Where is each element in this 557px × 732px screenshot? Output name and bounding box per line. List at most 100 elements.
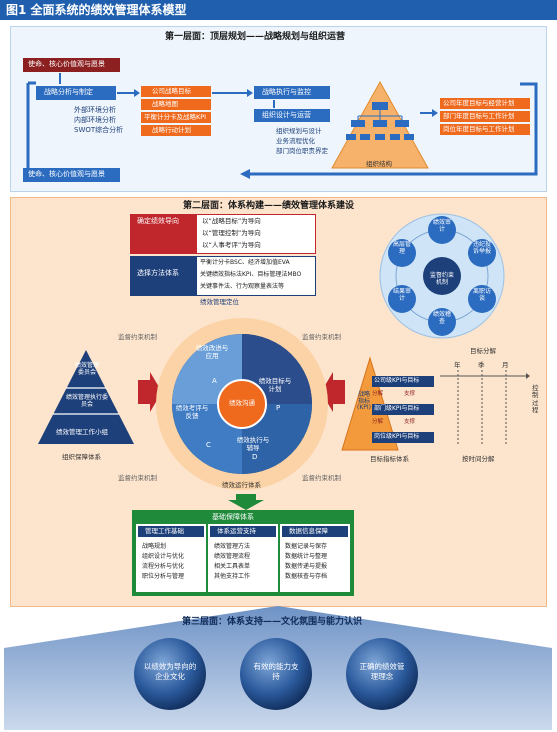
basic-col-2-item-3: 相关工具表单 xyxy=(214,563,251,570)
basic-col-1-head-bg xyxy=(138,526,204,537)
layer1-title: 第一层面：顶层规划——战略规划与组织运营 xyxy=(165,32,346,42)
left-pyramid-1: 绩效管理委员会 xyxy=(74,362,99,377)
kpi-level-1 xyxy=(372,376,434,387)
plan-1 xyxy=(440,98,530,109)
right-caption: 目标指标体系 xyxy=(370,455,409,463)
hub-center-label: 监督约束机制 xyxy=(429,272,454,287)
layer2-title: 第二层面：体系构建——绩效管理体系建设 xyxy=(183,201,355,211)
strategy-box xyxy=(36,86,116,100)
cycle-label-1: 绩效改进与应用 xyxy=(195,344,229,361)
analysis-3: SWOT综合分析 xyxy=(74,126,124,134)
basic-col-2-item-4: 其他支持工作 xyxy=(214,573,251,580)
layer3-circle-1: 以绩效为导向的企业文化 xyxy=(143,662,197,681)
positioning-label: 绩效管理定位 xyxy=(200,298,239,306)
org-item-2: 业务流程优化 xyxy=(276,137,315,145)
constraint-right-top: 监督约束机制 xyxy=(302,333,341,341)
mission-top-label: 使命、核心价值观与愿景 xyxy=(28,60,105,68)
pdca-d: D xyxy=(252,453,258,461)
hub-node-6: 高层管理 xyxy=(392,241,411,255)
orientation-1: 以“战略目标”为导向 xyxy=(202,217,261,225)
axis-month: 月 xyxy=(502,361,509,369)
basic-col-2-head: 体系运营支持 xyxy=(217,527,256,535)
cycle-caption: 绩效运行体系 xyxy=(222,481,261,489)
right-title: 目标分解 xyxy=(470,347,496,355)
org-item-1: 组织规划与设计 xyxy=(276,127,322,135)
plan-2-label: 部门年度目标与工作计划 xyxy=(443,112,515,120)
method-3: 关键事件法、行为观察量表法等 xyxy=(200,283,285,290)
strategy-item-3 xyxy=(141,112,211,123)
pdca-cycle xyxy=(156,318,328,490)
kpi-level-3 xyxy=(372,432,434,443)
basic-col-3-head-bg xyxy=(282,526,348,537)
pdca-p: P xyxy=(276,404,281,412)
layer3-circle-2: 有效的能力支持 xyxy=(253,662,299,681)
basic-col-2-head-bg xyxy=(210,526,276,537)
figure-title: 图1 全面系统的绩效管理体系模型 xyxy=(6,3,187,17)
left-pyramid-2: 绩效管理执行委员会 xyxy=(65,394,108,409)
hub-node-5: 结果审计 xyxy=(392,288,411,302)
constraint-left-bottom: 监督约束机制 xyxy=(118,474,157,482)
plan-2 xyxy=(440,111,530,122)
layer3-roof xyxy=(4,606,552,730)
strategy-box-label: 战略分析与制定 xyxy=(44,88,93,96)
basic-col-1-item-3: 流程分析与优化 xyxy=(142,563,185,570)
method-label-box xyxy=(130,256,196,296)
strategy-item-2-label: 战略地图 xyxy=(152,100,178,108)
plan-3 xyxy=(440,124,530,135)
basic-col-3-head: 数据信息保障 xyxy=(289,527,328,535)
left-pyramid xyxy=(38,350,134,444)
cycle-label-3: 绩效考评与反馈 xyxy=(175,404,209,421)
method-list-box xyxy=(196,256,316,296)
strategy-item-4-label: 战略行动计划 xyxy=(152,126,191,134)
kpi-level-2 xyxy=(372,404,434,415)
kpi-triangle-text: 战略指标(KPI) xyxy=(356,391,371,412)
constraint-left-top: 监督约束机制 xyxy=(118,333,157,341)
split-2: 分解 xyxy=(372,419,384,425)
plan-3-label: 岗位年度目标与工作计划 xyxy=(443,125,515,133)
split-1: 分解 xyxy=(372,391,384,397)
left-pyramid-3: 绩效管理工作小组 xyxy=(56,428,108,436)
layer3-title: 第三层面：体系支持——文化氛围与能力认识 xyxy=(182,617,363,627)
plan-1-label: 公司年度目标与经营计划 xyxy=(443,99,515,107)
cycle-label-2: 绩效目标与计划 xyxy=(258,377,292,394)
strategy-item-3-label: 平衡计分卡及战略KPI xyxy=(144,113,207,121)
strategy-item-1 xyxy=(141,86,211,97)
axis-quarter: 季 xyxy=(478,361,485,369)
left-pyramid-caption: 组织保障体系 xyxy=(62,453,101,461)
kpi-grid xyxy=(440,370,530,444)
basic-title: 基础保障体系 xyxy=(212,513,254,521)
basic-col-3-item-4: 数据核查与存档 xyxy=(285,573,328,580)
strategy-item-4 xyxy=(141,125,211,136)
hub-node-4: 绩效稽查 xyxy=(432,311,451,325)
oversight-hub xyxy=(379,213,505,339)
method-1: 平衡计分卡BSC、经济增加值EVA xyxy=(200,259,290,266)
constraint-right-bottom: 监督约束机制 xyxy=(302,474,341,482)
cycle-label-4: 绩效执行与辅导 xyxy=(236,436,270,453)
time-caption: 按时间分解 xyxy=(462,455,495,463)
basic-col-3-item-1: 数据记录与保存 xyxy=(285,543,328,550)
method-2: 关键绩效指标法KPI、目标管理法MBO xyxy=(200,271,302,278)
hub-node-1: 绩效审计 xyxy=(432,219,451,233)
analysis-1: 外部环境分析 xyxy=(74,106,116,114)
kpi-level-3-label: 岗位级KPI与目标 xyxy=(374,433,420,440)
basic-col-3-item-2: 数据统计与整理 xyxy=(285,553,328,560)
org-box xyxy=(254,109,330,122)
basic-col-1-item-2: 组织设计与优化 xyxy=(142,553,185,560)
cycle-center-label: 绩效沟通 xyxy=(229,399,255,407)
pdca-a: A xyxy=(212,377,217,385)
analysis-2: 内部环境分析 xyxy=(74,116,116,124)
basic-col-3-item-3: 数据传递与提报 xyxy=(285,563,328,570)
strategy-item-1-label: 公司战略目标 xyxy=(152,87,191,95)
kpi-level-2-label: 部门级KPI与目标 xyxy=(374,405,420,412)
strategy-item-2 xyxy=(141,99,211,110)
layer3-circle-3: 正确的绩效管理理念 xyxy=(359,662,405,681)
basic-arrow xyxy=(228,494,264,510)
orientation-label: 确定绩效导向 xyxy=(137,217,179,225)
basic-col-1-item-1: 战略规划 xyxy=(142,543,167,550)
mission-top-box xyxy=(23,58,120,72)
figure-title-bar xyxy=(0,0,557,20)
kpi-level-1-label: 公司级KPI与目标 xyxy=(374,377,420,384)
pdca-c: C xyxy=(206,441,211,449)
